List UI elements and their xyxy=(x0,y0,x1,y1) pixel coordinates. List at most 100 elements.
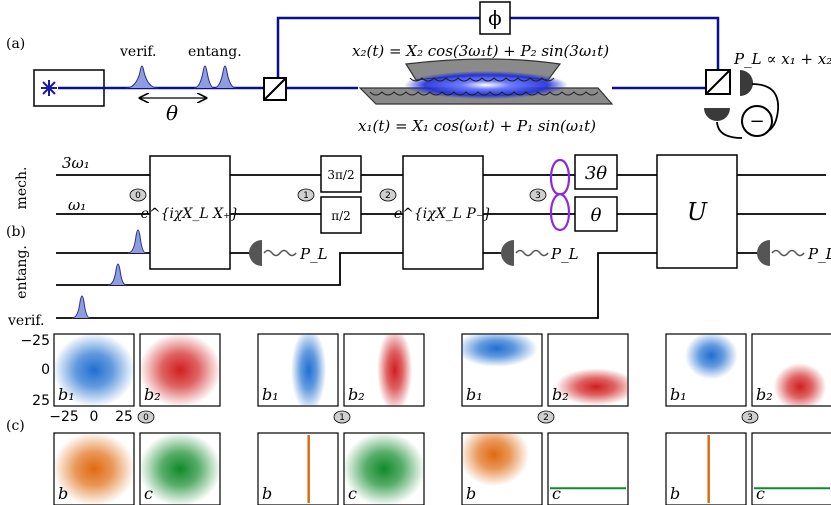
gate-2-label: e^{iχX_L P₋} xyxy=(394,206,492,222)
panel-label-b1: b₁ xyxy=(58,385,75,404)
delay-label: θ xyxy=(166,101,178,125)
panel-label-b: b xyxy=(670,484,680,503)
y-tick-top: −25 xyxy=(20,333,50,349)
panel-b1-step-1: b₁ xyxy=(257,333,339,407)
detector-equation: P_L ∝ x₁ + x₂ xyxy=(733,50,831,68)
rot-box-bottom xyxy=(574,196,618,232)
svg-text:2: 2 xyxy=(385,191,391,201)
phase-box xyxy=(479,1,511,35)
step-marker-3: 3 xyxy=(529,188,547,202)
circuit-pulse-entang-2 xyxy=(107,263,127,286)
y-tick-bottom: 25 xyxy=(32,393,50,409)
measure-3-label: P_L xyxy=(807,245,831,263)
step-marker-2: 2 xyxy=(379,188,397,202)
entang-pulse-1 xyxy=(193,65,215,89)
gate-1-label: e^{iχX_L X₊} xyxy=(141,206,240,222)
panel-b1-step-0: b₁ xyxy=(53,333,135,407)
panel-b2-step-3: b₂ xyxy=(751,333,831,407)
measure-2 xyxy=(501,240,549,266)
svg-text:3: 3 xyxy=(747,413,753,423)
rotation-icon xyxy=(549,158,571,232)
panel-b-step-0: b xyxy=(53,432,135,505)
homodyne-detector: − xyxy=(704,70,779,139)
star-icon xyxy=(41,80,57,96)
panel-label-b: b xyxy=(466,484,476,503)
distribution-b1-step-2 xyxy=(462,334,538,367)
entang-label: entang. xyxy=(188,44,242,60)
freq-label-bottom: ω₁ xyxy=(68,196,86,214)
x-tick-right: 25 xyxy=(115,409,133,425)
phase-bottom-label: π/2 xyxy=(331,209,351,223)
svg-text:0: 0 xyxy=(135,191,141,201)
panel-b-step-3: b xyxy=(665,432,747,505)
panel-label-b: b xyxy=(58,484,68,503)
rot-top-label: 3θ xyxy=(585,163,607,184)
panel-b2-step-2: b₂ xyxy=(547,333,629,407)
row-label-entang: entang. xyxy=(14,245,30,299)
row-label-verif: verif. xyxy=(7,313,45,329)
panel-c-step-0: c xyxy=(139,432,221,505)
panel-b2-step-0: b₂ xyxy=(139,333,221,407)
step-marker-1: 1 xyxy=(297,188,315,202)
phase-box-bottom xyxy=(320,196,362,234)
phase-top-label: 3π/2 xyxy=(327,168,354,182)
svg-text:1: 1 xyxy=(303,191,309,201)
panel-label-b2: b₂ xyxy=(144,385,161,404)
panel-label-b2: b₂ xyxy=(348,385,365,404)
panel-b-step-1: b xyxy=(257,432,339,505)
rot-bottom-label: θ xyxy=(591,205,602,226)
panel-label-c: c xyxy=(348,484,357,503)
distribution-b1-step-1 xyxy=(291,334,327,406)
measure-2-label: P_L xyxy=(550,245,579,263)
distribution-b1-step-0 xyxy=(54,334,134,406)
distribution-c-step-1 xyxy=(344,433,424,505)
distribution-c-step-0 xyxy=(140,433,220,505)
panel-label-b2: b₂ xyxy=(552,385,569,404)
freq-label-top: 3ω₁ xyxy=(62,154,90,172)
rot-box-top xyxy=(574,154,618,190)
y-tick-mid: 0 xyxy=(41,362,50,378)
svg-text:1: 1 xyxy=(339,413,345,423)
panel-label-b: b xyxy=(262,484,272,503)
measure-3 xyxy=(757,240,805,266)
distribution-b-step-0 xyxy=(54,433,134,505)
panel-c-step-2: c xyxy=(547,432,629,505)
step-marker-0: 0 xyxy=(129,188,147,202)
grid-step-marker-2: 2 xyxy=(537,410,555,424)
svg-text:0: 0 xyxy=(143,413,149,423)
svg-text:2: 2 xyxy=(543,413,549,423)
distribution-b-step-2 xyxy=(462,433,530,487)
verif-label: verif. xyxy=(119,44,157,60)
verif-pulse xyxy=(125,65,159,89)
panel-label-a: (a) xyxy=(6,36,25,52)
beam-splitter-right xyxy=(705,69,731,95)
measure-1-label: P_L xyxy=(299,245,328,263)
grid-step-marker-1: 1 xyxy=(333,410,351,424)
mode1-equation: x₁(t) = X₁ cos(ω₁t) + P₁ sin(ω₁t) xyxy=(358,117,596,135)
phase-label: ϕ xyxy=(488,6,502,30)
gate-1 xyxy=(149,155,231,270)
panel-c-step-1: c xyxy=(343,432,425,505)
panel-b-step-2: b xyxy=(461,432,543,505)
row-label-mech: mech. xyxy=(14,167,30,210)
measure-1 xyxy=(249,240,297,266)
panel-label-b2: b₂ xyxy=(756,385,773,404)
beam-splitter-left xyxy=(263,77,287,101)
panel-c-step-3: c xyxy=(751,432,831,505)
distribution-b1-step-3 xyxy=(684,334,738,380)
x-tick-mid: 0 xyxy=(90,409,99,425)
distribution-b2-step-1 xyxy=(377,334,413,406)
distribution-b2-step-0 xyxy=(140,334,220,406)
panel-b2-step-1: b₂ xyxy=(343,333,425,407)
distribution-b2-step-3 xyxy=(773,363,827,406)
unitary-label: U xyxy=(687,198,708,226)
phase-box-top xyxy=(320,155,362,193)
unitary-gate xyxy=(656,154,738,269)
panel-b1-step-2: b₁ xyxy=(461,333,543,407)
gate-2 xyxy=(402,155,484,270)
svg-text:3: 3 xyxy=(535,191,541,201)
panel-label-b1: b₁ xyxy=(262,385,279,404)
panel-label-c: c xyxy=(756,484,765,503)
